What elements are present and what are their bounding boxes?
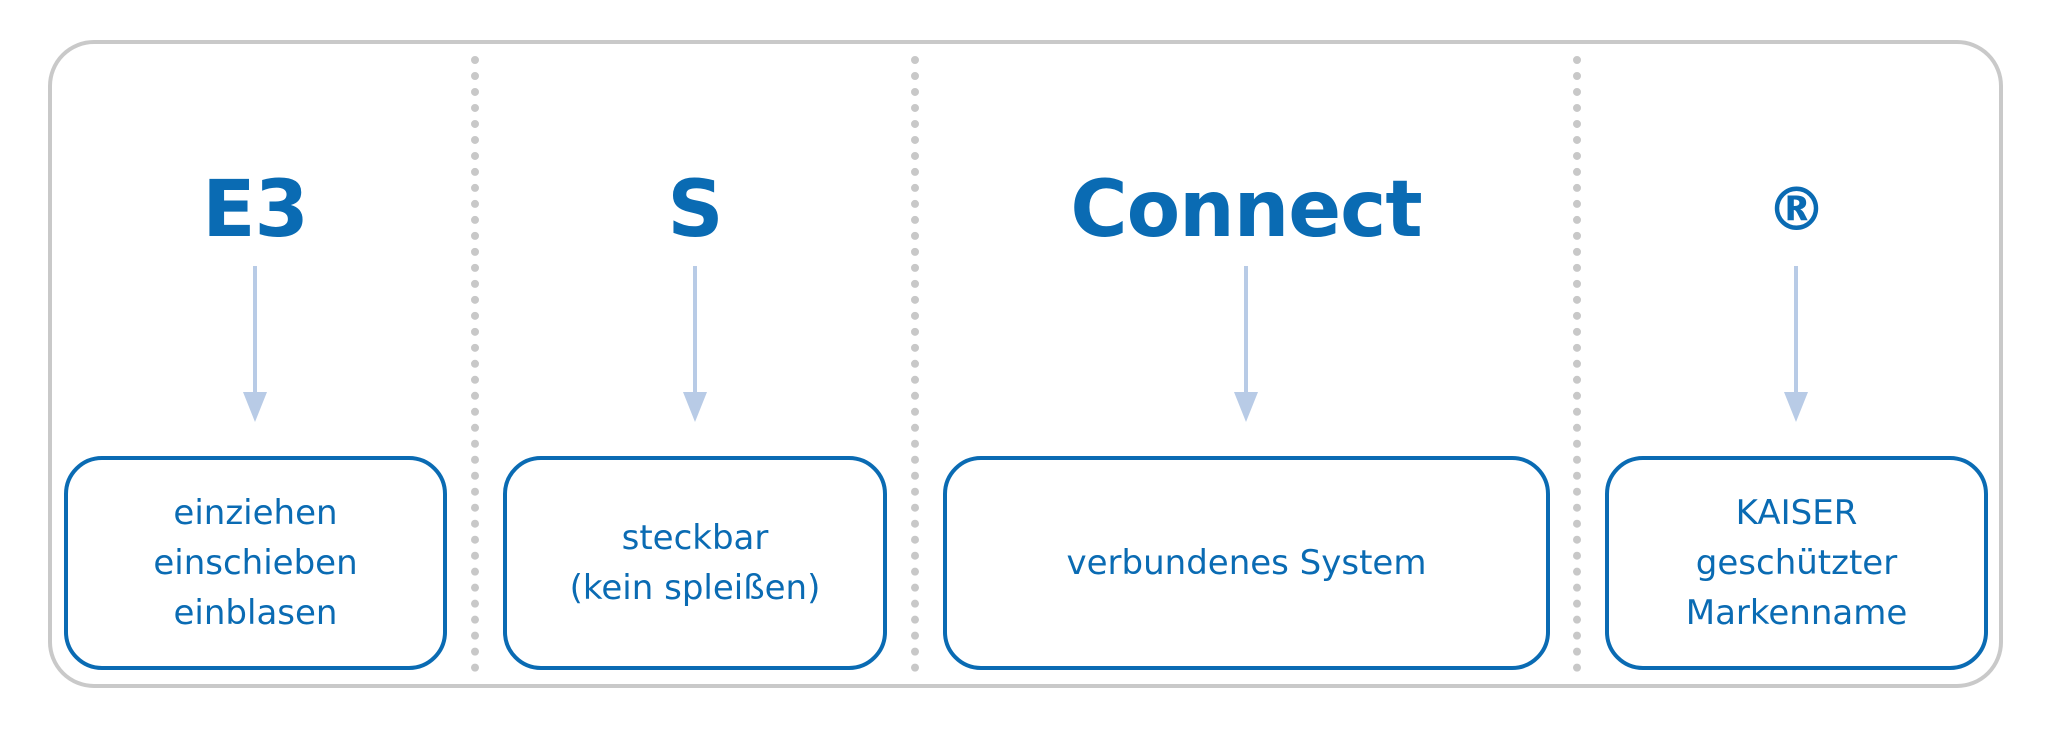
meaning-line: steckbar bbox=[621, 518, 769, 558]
down-arrow-icon bbox=[1784, 266, 1808, 422]
meaning-line: (kein spleißen) bbox=[569, 568, 821, 608]
meaning-line: einschieben bbox=[153, 543, 358, 583]
meaning-line: einblasen bbox=[173, 593, 338, 633]
down-arrow-icon bbox=[243, 266, 267, 422]
down-arrow-icon bbox=[1234, 266, 1258, 422]
meaning-line: geschützter bbox=[1695, 543, 1898, 583]
heading-registered: ® bbox=[1766, 175, 1827, 245]
column-divider bbox=[471, 56, 479, 672]
meaning-line: Markenname bbox=[1685, 593, 1908, 633]
heading-connect: Connect bbox=[1070, 165, 1422, 255]
meaning-box-connect: verbundenes System bbox=[943, 456, 1550, 670]
meaning-line: einziehen bbox=[173, 493, 338, 533]
meaning-box-e3: einziehen einschieben einblasen bbox=[64, 456, 447, 670]
column-divider bbox=[1573, 56, 1581, 672]
heading-e3: E3 bbox=[202, 165, 309, 255]
down-arrow-icon bbox=[683, 266, 707, 422]
meaning-line: verbundenes System bbox=[1066, 543, 1427, 583]
meaning-box-s: steckbar (kein spleißen) bbox=[503, 456, 887, 670]
meaning-line: KAISER bbox=[1735, 493, 1858, 533]
meaning-box-registered: KAISER geschützter Markenname bbox=[1605, 456, 1988, 670]
column-divider bbox=[911, 56, 919, 672]
heading-s: S bbox=[667, 165, 723, 255]
diagram-frame bbox=[48, 40, 2003, 688]
